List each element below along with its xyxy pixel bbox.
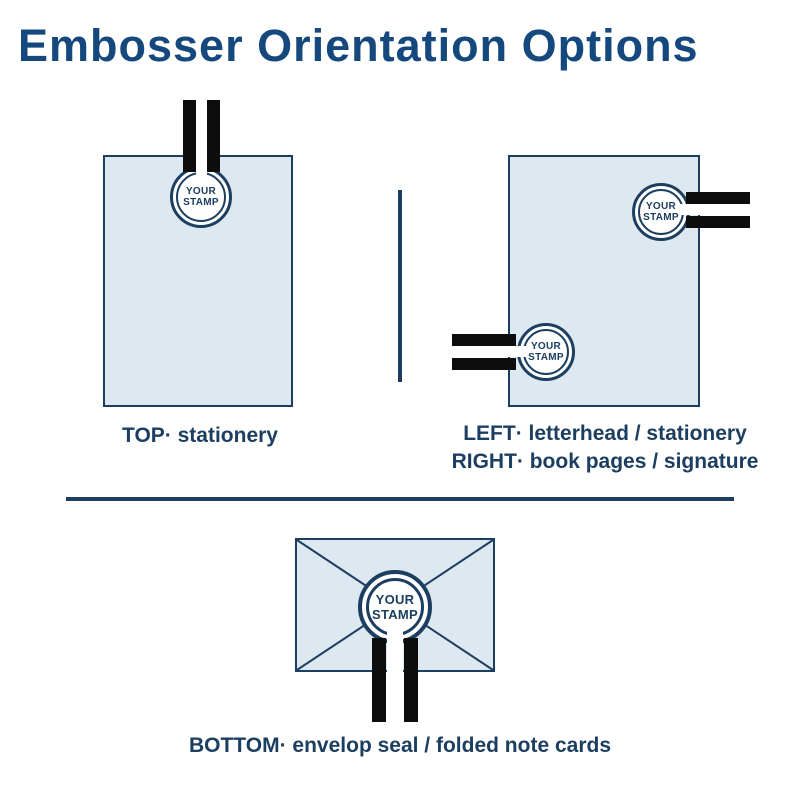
- embosser-handle-icon: [207, 100, 220, 172]
- stamp-line2: STAMP: [183, 197, 219, 208]
- embosser-handle-icon: [452, 358, 516, 370]
- stamp-text: YOUR STAMP: [643, 201, 679, 223]
- stamp-line1: YOUR: [645, 201, 677, 212]
- embosser-handle-icon: [452, 334, 516, 346]
- stamp-text: YOUR STAMP: [528, 341, 564, 363]
- vertical-divider: [398, 190, 402, 382]
- horizontal-divider: [66, 497, 734, 501]
- stamp-line2: STAMP: [528, 352, 564, 363]
- stamp-line2: STAMP: [643, 212, 679, 223]
- stamp-line1: YOUR: [530, 341, 562, 352]
- embosser-handle-stripe-icon: [452, 346, 527, 357]
- stamp-line1: YOUR: [185, 186, 217, 197]
- embosser-handle-icon: [686, 192, 750, 204]
- embosser-handle-stripe-icon: [387, 622, 403, 720]
- embosser-handle-icon: [372, 638, 386, 722]
- embosser-handle-stripe-icon: [196, 100, 207, 186]
- page-title: Embosser Orientation Options: [18, 20, 699, 71]
- stamp-line1: YOUR: [375, 592, 415, 607]
- embosser-handle-stripe-icon: [680, 204, 748, 215]
- stamp-text: YOUR STAMP: [372, 592, 418, 622]
- stamp-text: YOUR STAMP: [183, 186, 219, 208]
- stamp-line2: STAMP: [371, 607, 419, 622]
- embosser-handle-icon: [404, 638, 418, 722]
- caption-right: RIGHT· book pages / signature: [451, 450, 759, 473]
- embosser-handle-icon: [183, 100, 196, 172]
- embosser-handle-icon: [686, 216, 750, 228]
- caption-top: TOP· stationery: [122, 424, 278, 447]
- caption-left: LEFT· letterhead / stationery: [463, 422, 747, 445]
- caption-bottom: BOTTOM· envelop seal / folded note cards: [188, 734, 612, 757]
- caption-side: LEFT· letterhead / stationery RIGHT· boo…: [430, 420, 780, 476]
